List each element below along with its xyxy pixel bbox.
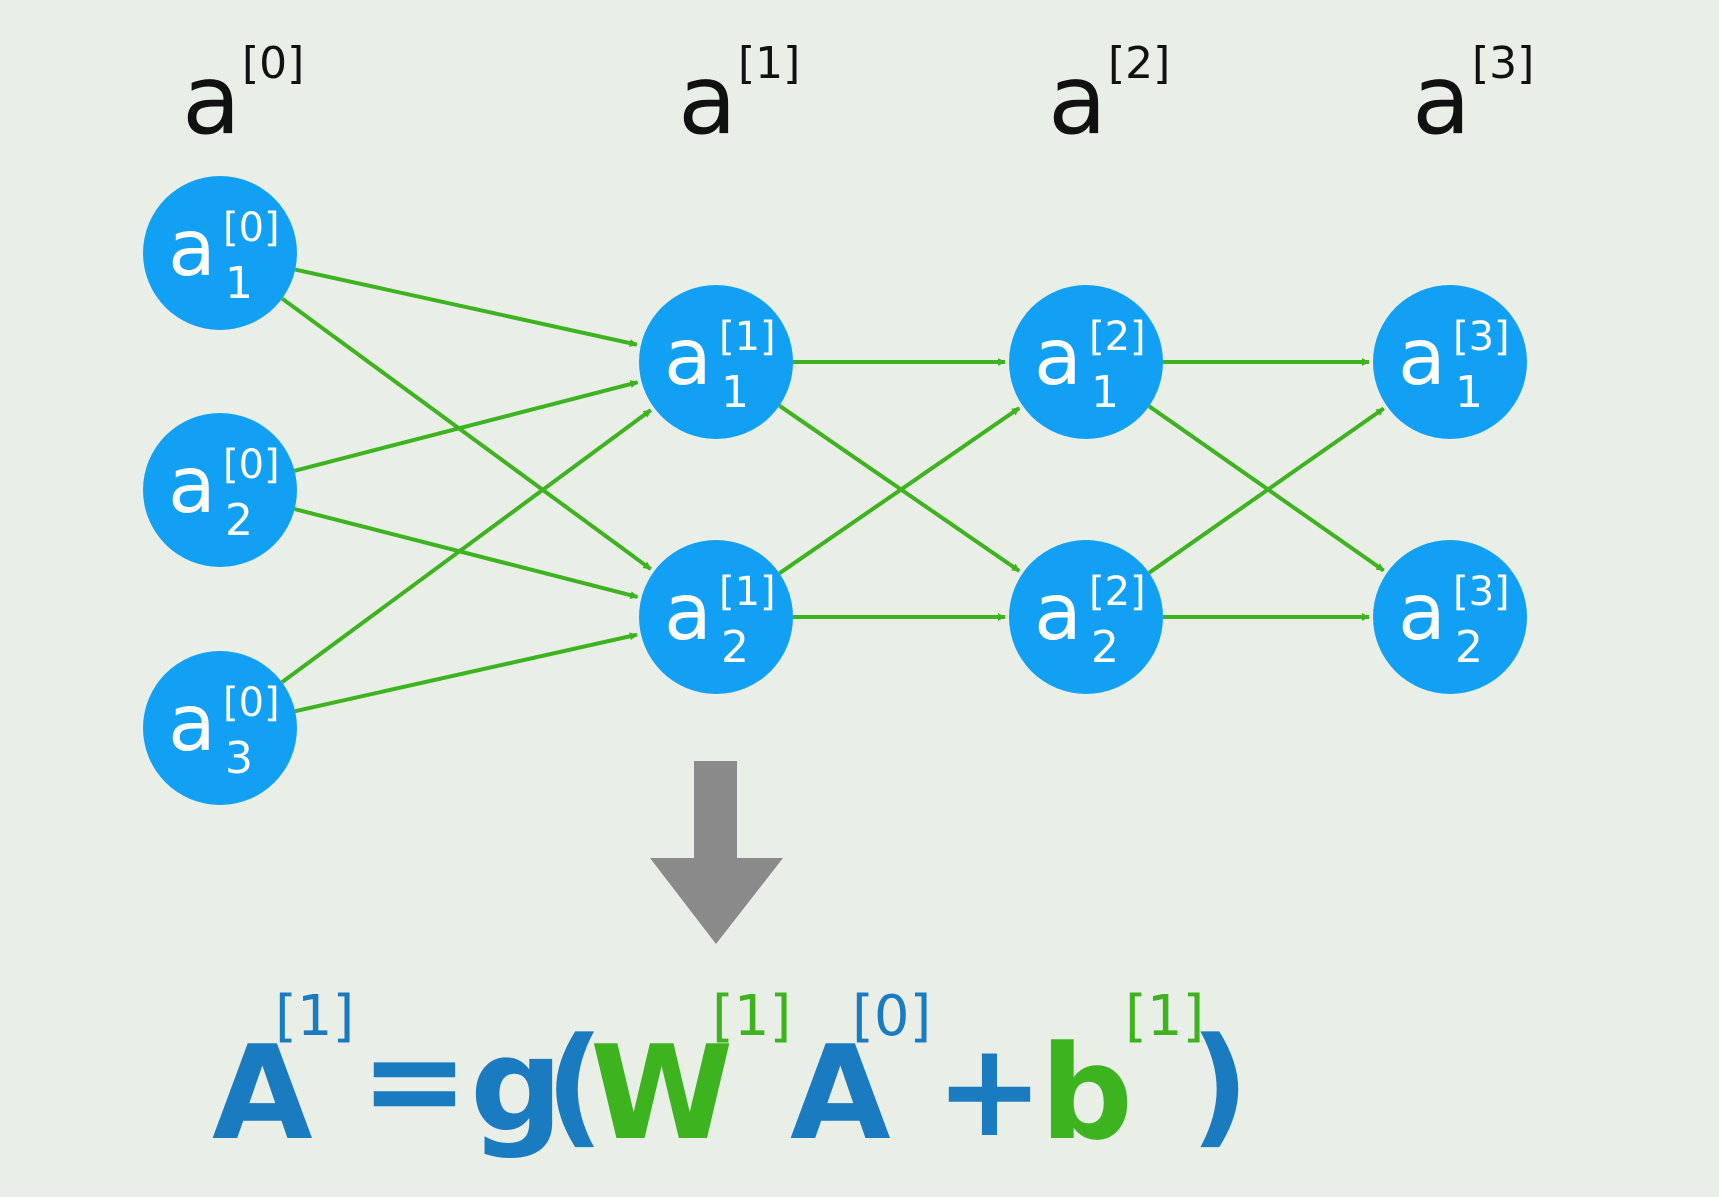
eq-input-sup: [0] <box>852 984 931 1049</box>
edge-l0n1-l1n1 <box>294 267 638 347</box>
node-subscript: 2 <box>721 622 749 673</box>
layer-title-sup-0: [0] <box>242 38 304 89</box>
node-circle <box>639 285 793 439</box>
node-l0-1: a[0] 1 <box>143 176 297 330</box>
node-letter: a <box>664 313 712 403</box>
equation: A [1] = g ( W [1] A [0] + b [1] ) <box>212 984 1249 1169</box>
node-superscript: [0] <box>223 680 280 726</box>
eq-close-paren: ) <box>1190 1009 1249 1161</box>
eq-equals: = <box>360 1004 469 1156</box>
eq-plus: + <box>935 1014 1044 1166</box>
node-superscript: [2] <box>1089 314 1146 360</box>
layer-title-3: a <box>1412 44 1471 156</box>
node-group: a[0]1a[0]2a[0]3a[1]1a[1]2a[2]1a[2]2a[3]1… <box>143 176 1527 805</box>
layer-title-0: a <box>182 44 241 156</box>
eq-bias-sup: [1] <box>1125 984 1204 1049</box>
node-subscript: 1 <box>1455 367 1483 418</box>
node-letter: a <box>1034 568 1082 658</box>
layer-title-sup-2: [2] <box>1108 38 1170 89</box>
node-l2-2: a[2] 2 <box>1009 540 1163 694</box>
node-letter: a <box>1034 313 1082 403</box>
layer-titles: a[0]a[1]a[2]a[3] <box>182 38 1534 156</box>
eq-weight-sup: [1] <box>712 984 791 1049</box>
node-circle <box>143 413 297 567</box>
node-superscript: [0] <box>223 442 280 488</box>
node-circle <box>143 176 297 330</box>
node-letter: a <box>664 568 712 658</box>
node-subscript: 2 <box>1091 622 1119 673</box>
eq-weight: W <box>590 1017 733 1169</box>
layer-title-sup-3: [3] <box>1472 38 1534 89</box>
edge-l0n1-l1n2 <box>280 296 652 571</box>
node-subscript: 3 <box>225 733 253 784</box>
node-subscript: 1 <box>225 258 253 309</box>
node-letter: a <box>168 441 216 531</box>
node-letter: a <box>1398 313 1446 403</box>
node-circle <box>1373 285 1527 439</box>
edge-l0n2-l1n1 <box>294 380 639 473</box>
node-l3-2: a[3] 2 <box>1373 540 1527 694</box>
node-subscript: 2 <box>1455 622 1483 673</box>
layer-title-1: a <box>678 44 737 156</box>
node-superscript: [3] <box>1453 314 1510 360</box>
node-l3-1: a[3] 1 <box>1373 285 1527 439</box>
node-circle <box>1009 285 1163 439</box>
node-superscript: [3] <box>1453 569 1510 615</box>
node-subscript: 1 <box>721 367 749 418</box>
eq-func: g <box>470 1009 563 1161</box>
eq-input: A <box>790 1017 891 1169</box>
node-l1-2: a[1] 2 <box>639 540 793 694</box>
edge-group <box>280 267 1385 714</box>
eq-lhs: A <box>212 1017 313 1169</box>
node-l1-1: a[1] 1 <box>639 285 793 439</box>
node-circle <box>143 651 297 805</box>
node-l2-1: a[2] 1 <box>1009 285 1163 439</box>
node-circle <box>1009 540 1163 694</box>
node-superscript: [2] <box>1089 569 1146 615</box>
edge-l0n3-l1n2 <box>294 632 638 714</box>
edge-l0n2-l1n2 <box>294 507 639 599</box>
node-l0-3: a[0] 3 <box>143 651 297 805</box>
edge-l1n2-l2n1 <box>778 406 1021 575</box>
node-superscript: [1] <box>719 569 776 615</box>
node-subscript: 1 <box>1091 367 1119 418</box>
eq-lhs-sup: [1] <box>275 984 354 1049</box>
node-l0-2: a[0] 2 <box>143 413 297 567</box>
layer-title-2: a <box>1048 44 1107 156</box>
node-letter: a <box>168 679 216 769</box>
edge-l0n3-l1n1 <box>280 408 653 684</box>
edge-l2n2-l3n1 <box>1147 406 1385 575</box>
node-subscript: 2 <box>225 495 253 546</box>
node-circle <box>1373 540 1527 694</box>
node-superscript: [0] <box>223 205 280 251</box>
down-arrow-icon <box>650 761 783 944</box>
layer-title-sup-1: [1] <box>738 38 800 89</box>
node-letter: a <box>1398 568 1446 658</box>
eq-bias: b <box>1040 1017 1133 1169</box>
node-superscript: [1] <box>719 314 776 360</box>
node-letter: a <box>168 204 216 294</box>
node-circle <box>639 540 793 694</box>
eq-open-paren: ( <box>545 1009 604 1161</box>
